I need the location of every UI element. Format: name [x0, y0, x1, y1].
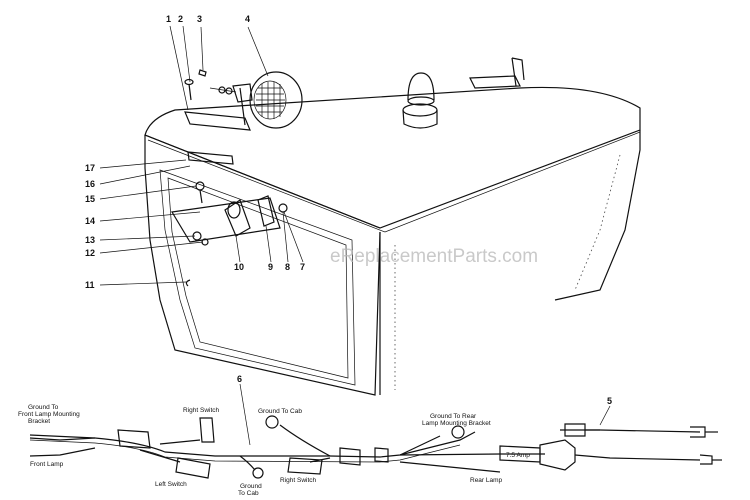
- label-front-lamp: Front Lamp: [30, 461, 64, 468]
- callout-12: 12: [85, 248, 95, 258]
- label-ground-front-3: Bracket: [28, 418, 50, 425]
- callout-7: 7: [300, 262, 305, 272]
- callout-8: 8: [285, 262, 290, 272]
- callout-1: 1: [166, 14, 171, 24]
- label-ground-to-cab-bottom-2: To Cab: [238, 490, 259, 497]
- left-switch-connector: [175, 457, 211, 479]
- callout-17: 17: [85, 163, 95, 173]
- label-fuse: 7.5 Amp: [506, 452, 530, 459]
- wiring-harness: [29, 415, 722, 479]
- watermark: eReplacementParts.com: [330, 246, 538, 267]
- rear-lamp-bracket: [469, 57, 525, 89]
- callout-11: 11: [85, 280, 95, 290]
- label-ground-rear-2: Lamp Mounting Bracket: [422, 420, 491, 427]
- callout-16: 16: [85, 179, 95, 189]
- cab-body: [144, 86, 641, 396]
- callout-2: 2: [178, 14, 183, 24]
- callout-15: 15: [85, 194, 95, 204]
- bolts: [184, 69, 237, 101]
- front-lamp: [249, 71, 303, 129]
- label-right-switch-top: Right Switch: [183, 407, 220, 414]
- front-ground-connector: [117, 429, 151, 449]
- label-ground-rear-1: Ground To Rear: [430, 413, 477, 420]
- label-ground-front-2: Front Lamp Mounting: [18, 411, 80, 418]
- callout-14: 14: [85, 216, 95, 226]
- right-switch-connector-bottom: [287, 457, 323, 475]
- callout-numbers: 1 2 3 4 5 6 7 8 9 10 11 12 13 14 15 16 1…: [85, 14, 612, 406]
- label-right-switch-bottom: Right Switch: [280, 477, 317, 484]
- label-ground-to-cab-top: Ground To Cab: [258, 408, 302, 415]
- beacon-light: [402, 72, 438, 129]
- wire-labels: Ground To Front Lamp Mounting Bracket Fr…: [18, 404, 530, 497]
- callout-6: 6: [237, 374, 242, 384]
- callout-4: 4: [245, 14, 250, 24]
- label-ground-to-cab-bottom-1: Ground: [240, 483, 262, 490]
- front-lamp-bracket: [184, 83, 253, 131]
- switch-bracket: [171, 151, 288, 287]
- label-ground-front-1: Ground To: [28, 404, 59, 411]
- right-switch-connector-top: [199, 417, 215, 443]
- callout-3: 3: [197, 14, 202, 24]
- callout-9: 9: [268, 262, 273, 272]
- callout-10: 10: [234, 262, 244, 272]
- label-rear-lamp: Rear Lamp: [470, 477, 503, 484]
- label-left-switch: Left Switch: [155, 481, 187, 488]
- callout-5: 5: [607, 396, 612, 406]
- leader-lines: [99, 25, 611, 446]
- callout-13: 13: [85, 235, 95, 245]
